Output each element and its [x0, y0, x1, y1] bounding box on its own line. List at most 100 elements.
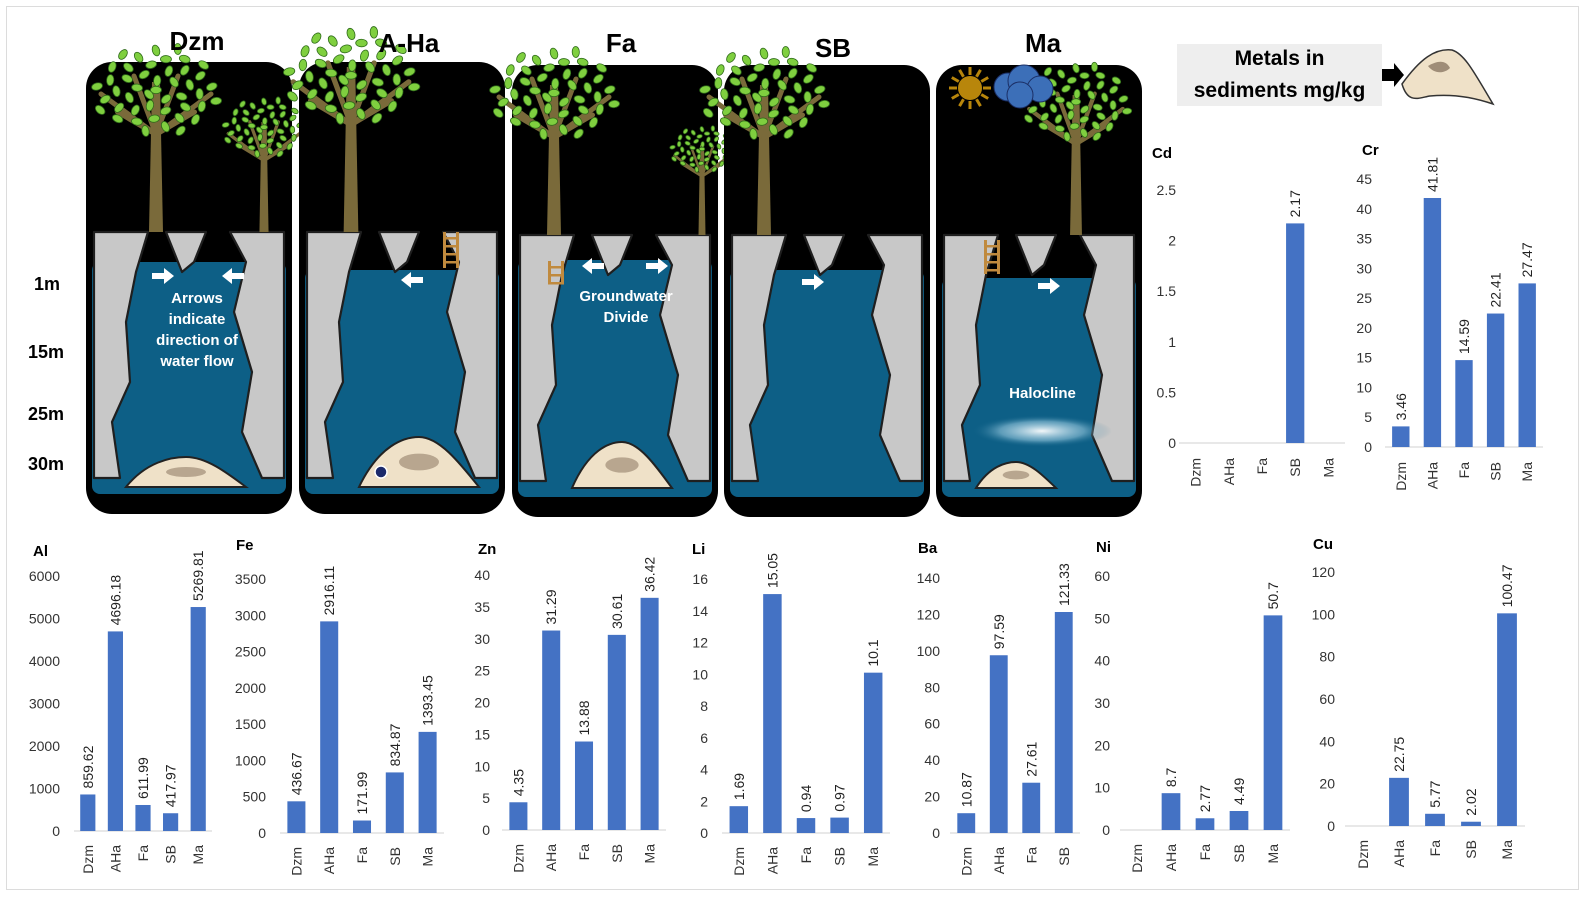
y-tick-label: 15: [1356, 350, 1372, 366]
x-tick-label: AHa: [1221, 458, 1237, 485]
x-tick-label: Fa: [798, 847, 814, 864]
data-label: 13.88: [576, 700, 592, 735]
data-label: 417.97: [163, 764, 179, 807]
arrow-right-icon: [802, 274, 824, 290]
y-tick-label: 60: [1094, 568, 1110, 584]
chart-title: Al: [33, 543, 48, 560]
data-label: 436.67: [288, 752, 304, 795]
y-tick-label: 30: [1356, 260, 1372, 276]
bar: [729, 806, 749, 833]
y-tick-label: 10: [692, 666, 708, 682]
data-label: 4696.18: [107, 575, 123, 626]
chart-title: Cr: [1362, 142, 1379, 159]
x-tick-label: SB: [387, 847, 403, 866]
bar: [352, 820, 372, 833]
sun-icon: [949, 67, 991, 109]
y-tick-label: 140: [917, 570, 941, 586]
panel-title-dzm: Dzm: [169, 26, 225, 56]
y-tick-label: 20: [924, 789, 940, 805]
y-tick-label: 500: [243, 789, 267, 805]
x-tick-label: Fa: [576, 844, 592, 861]
y-tick-label: 10: [474, 758, 490, 774]
data-label: 4.49: [1231, 778, 1247, 805]
y-tick-label: 1: [1168, 334, 1176, 350]
y-tick-label: 0: [1327, 818, 1335, 834]
x-tick-label: Ma: [642, 844, 658, 864]
bar: [1161, 793, 1181, 830]
chart-li: Li02468101214161.69Dzm15.05AHa0.94Fa0.97…: [692, 541, 890, 876]
sediment-icon: [570, 440, 674, 489]
chart-ni: Ni0102030405060Dzm8.7AHa2.77Fa4.49SB50.7…: [1094, 539, 1290, 873]
bar: [1461, 821, 1481, 826]
y-tick-label: 0: [258, 825, 266, 841]
legend-graphic: [1382, 49, 1495, 106]
bar: [1054, 612, 1073, 833]
legend-title-line2: sediments mg/kg: [1193, 79, 1366, 102]
data-label: 859.62: [80, 745, 96, 788]
y-tick-label: 2.5: [1157, 182, 1177, 198]
bar: [1392, 426, 1410, 447]
x-tick-label: Fa: [1456, 462, 1472, 479]
x-tick-label: SB: [1488, 462, 1504, 481]
x-tick-label: SB: [1231, 844, 1247, 863]
y-tick-label: 15: [474, 726, 490, 742]
y-tick-label: 35: [474, 599, 490, 615]
chart-cr: Cr0510152025303540453.46Dzm41.81AHa14.59…: [1356, 142, 1543, 491]
data-label: 31.29: [543, 589, 559, 624]
chart-title: Ba: [918, 540, 938, 557]
y-tick-label: 1500: [235, 716, 266, 732]
bar: [418, 731, 437, 833]
bar: [640, 597, 659, 830]
data-label: 1393.45: [420, 675, 436, 726]
x-tick-label: Fa: [1427, 840, 1443, 857]
data-label: 121.33: [1056, 563, 1072, 606]
data-label: 1.69: [731, 773, 747, 800]
y-tick-label: 120: [1312, 564, 1336, 580]
data-label: 834.87: [387, 723, 403, 766]
y-tick-label: 1000: [29, 781, 60, 797]
x-tick-label: Dzm: [1393, 462, 1409, 491]
chart-title: Cd: [1152, 145, 1172, 162]
data-label: 611.99: [135, 757, 151, 799]
bar: [542, 630, 561, 830]
panel-title-fa: Fa: [605, 28, 637, 58]
y-tick-label: 2000: [29, 738, 60, 754]
bar: [1455, 360, 1473, 447]
y-tick-label: 50: [1094, 610, 1110, 626]
y-tick-label: 5: [1364, 409, 1372, 425]
x-tick-label: Dzm: [1355, 840, 1371, 869]
y-tick-label: 5000: [29, 611, 60, 627]
chart-fe: Fe0500100015002000250030003500436.67Dzm2…: [235, 537, 444, 876]
sediment-icon: [357, 435, 482, 488]
bar: [1425, 813, 1445, 826]
cave-panel: [86, 43, 308, 514]
arrow-right-icon: [152, 268, 174, 284]
data-label: 100.47: [1499, 564, 1515, 607]
y-tick-label: 30: [1094, 695, 1110, 711]
y-tick-label: 3000: [235, 607, 266, 623]
y-tick-label: 4000: [29, 653, 60, 669]
x-tick-label: Dzm: [731, 847, 747, 876]
y-tick-label: 60: [1319, 691, 1335, 707]
x-tick-label: AHa: [1424, 462, 1440, 489]
data-label: 27.61: [1023, 741, 1039, 776]
cave-panel: [283, 26, 505, 514]
bar: [574, 741, 594, 830]
bar: [1229, 810, 1249, 830]
x-tick-label: SB: [1463, 840, 1479, 859]
x-tick-label: Fa: [135, 845, 151, 862]
arrows-caption: Arrows indicate direction of water flow: [156, 290, 238, 370]
ladder-icon: [548, 261, 564, 285]
data-label: 5269.81: [190, 550, 206, 601]
data-label: 2916.11: [321, 566, 337, 616]
bar: [509, 802, 528, 830]
cave-panel: [699, 46, 930, 517]
y-tick-label: 40: [1319, 733, 1335, 749]
y-tick-label: 0: [1168, 435, 1176, 451]
x-tick-label: Fa: [1197, 844, 1213, 861]
sediment-icon: [1401, 49, 1495, 106]
panel-title-sb: SB: [814, 33, 852, 63]
bar: [957, 813, 976, 833]
y-tick-label: 25: [1356, 290, 1372, 306]
